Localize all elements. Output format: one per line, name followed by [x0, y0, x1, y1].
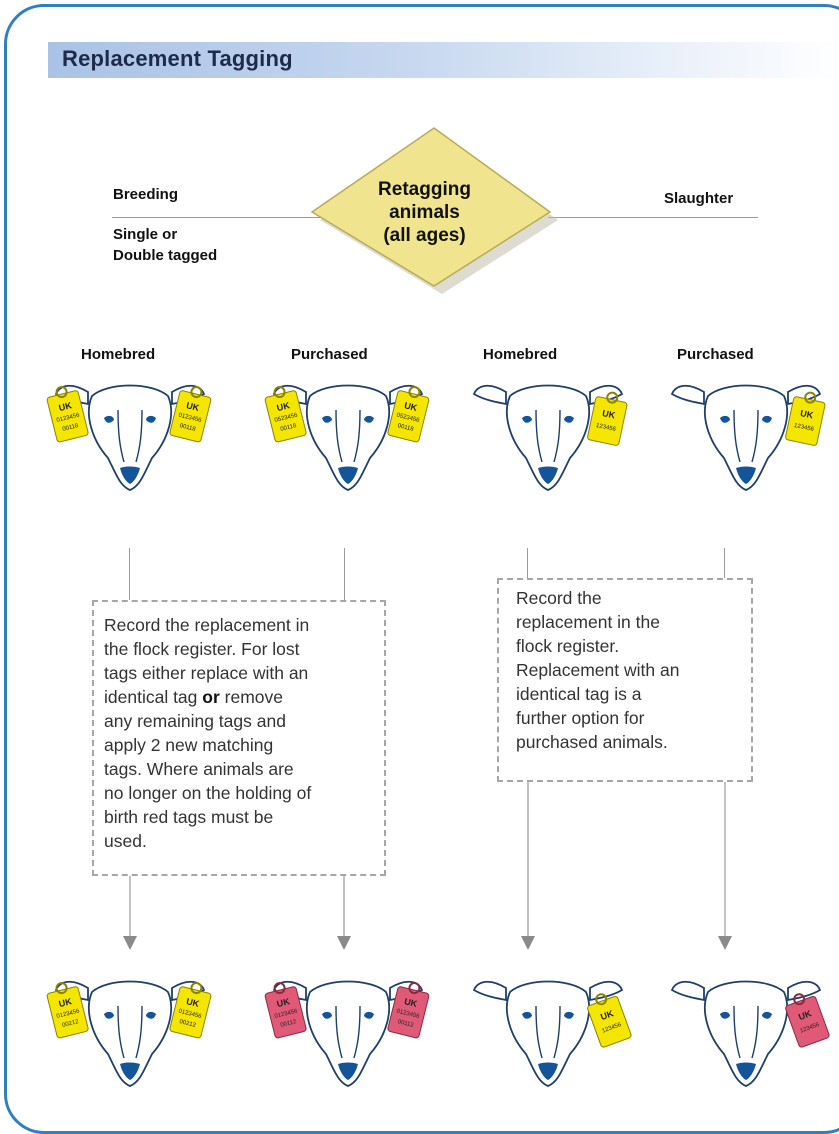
tag-serial-text: 00112	[280, 1019, 298, 1029]
sheep-homebred-retagged: UK 0123456 00212 UK 0123456 00212	[46, 980, 212, 1087]
tag-uk-text: UK	[601, 408, 616, 421]
column-header-homebred-breeding: Homebred	[81, 346, 156, 363]
right-box-line: flock register.	[516, 636, 620, 656]
breeding-label: Breeding	[113, 186, 179, 203]
sheep-purchased-double-tagged: UK 0523456 00118 UK 0523456 00118	[264, 384, 430, 491]
tag-serial-text: 00112	[397, 1019, 415, 1029]
left-box-line: no longer on the holding of	[104, 783, 312, 803]
tag-serial-text: 00118	[62, 423, 80, 433]
right-instruction-text: Record the replacement in the flock regi…	[516, 586, 748, 754]
column-header-homebred-slaughter: Homebred	[483, 346, 558, 363]
decision-text: Retagging animals (all ages)	[352, 178, 497, 247]
arrow-down	[521, 782, 535, 950]
sheep-purchased-red-tagged: UK 0123456 00112 UK 0123456 00112	[264, 980, 430, 1087]
decision-line3: (all ages)	[383, 225, 466, 246]
tag-serial-text: 00212	[62, 1019, 80, 1029]
tag-number-text: 123456	[793, 423, 814, 433]
single-double-label-line2: Double tagged	[113, 247, 218, 264]
left-instruction-box	[92, 600, 386, 876]
right-box-line: Replacement with an	[516, 660, 680, 680]
tag-uk-text: UK	[276, 400, 292, 413]
single-double-label-line1: Single or	[113, 226, 178, 243]
tag-uk-text: UK	[403, 400, 419, 413]
right-box-line: replacement in the	[516, 612, 660, 632]
retagging-decision-diamond	[310, 127, 558, 294]
page-title: Replacement Tagging	[62, 46, 293, 71]
tag-serial-text: 00118	[179, 423, 197, 433]
slaughter-label: Slaughter	[664, 190, 734, 207]
decision-line2: animals	[389, 202, 460, 223]
tag-number-text: 123456	[595, 423, 616, 433]
left-box-line: Record the replacement in	[104, 615, 310, 635]
tag-number-text: 0123456	[178, 1009, 203, 1021]
tag-serial-text: 00118	[280, 423, 298, 433]
tag-uk-text: UK	[797, 1008, 813, 1022]
tag-serial-text: 00212	[179, 1019, 197, 1029]
right-instruction-box	[497, 578, 753, 782]
connector-line	[344, 548, 345, 600]
right-box-line: purchased animals.	[516, 732, 668, 752]
arrow-down	[123, 876, 137, 950]
left-branch-line	[112, 217, 322, 218]
column-header-purchased-slaughter: Purchased	[677, 346, 754, 363]
left-box-line: birth red tags must be	[104, 807, 274, 827]
tag-uk-text: UK	[58, 400, 74, 413]
title-bar	[48, 42, 838, 78]
tag-number-text: 0523456	[396, 413, 421, 425]
left-box-line-part: identical tag	[104, 687, 203, 707]
left-box-line: used.	[104, 831, 147, 851]
right-branch-line	[548, 217, 758, 218]
tag-uk-text: UK	[403, 996, 419, 1009]
tag-uk-text: UK	[58, 996, 74, 1009]
right-box-line: identical tag is a	[516, 684, 642, 704]
left-box-bold-or: or	[202, 687, 220, 707]
left-box-line: identical tag or remove	[104, 685, 394, 709]
right-box-line: Record the	[516, 588, 602, 608]
tag-number-text: 0123456	[274, 1008, 299, 1020]
tag-number-text: 0123456	[56, 1008, 81, 1020]
left-box-line: the flock register. For lost	[104, 639, 300, 659]
left-box-line: tags either replace with an	[104, 663, 309, 683]
tag-uk-text: UK	[599, 1008, 615, 1022]
tag-uk-text: UK	[276, 996, 292, 1009]
connector-line	[129, 548, 130, 600]
left-box-line: apply 2 new matching	[104, 735, 274, 755]
tag-number-text: 0123456	[396, 1009, 421, 1021]
sheep-homebred-single-retagged: UK 123456	[473, 980, 632, 1087]
arrow-down	[718, 782, 732, 950]
tag-number-text: 0123456	[56, 412, 81, 424]
right-box-line: further option for	[516, 708, 645, 728]
connector-line	[527, 548, 528, 578]
sheep-homebred-single-tagged: UK 123456	[473, 384, 628, 491]
connector-line	[724, 548, 725, 578]
tag-number-text: 0523456	[274, 412, 299, 424]
left-box-line-part: remove	[219, 687, 283, 707]
sheep-purchased-single-tagged: UK 123456	[671, 384, 826, 491]
left-box-line: any remaining tags and	[104, 711, 286, 731]
arrow-down	[337, 876, 351, 950]
sheep-purchased-red-single-tagged: UK 123456	[671, 980, 830, 1087]
decision-line1: Retagging	[378, 179, 471, 200]
tag-serial-text: 00118	[397, 423, 415, 433]
left-instruction-text: Record the replacement in the flock regi…	[104, 613, 394, 853]
tag-uk-text: UK	[799, 408, 814, 421]
tag-number-text: 0123456	[178, 413, 203, 425]
column-header-purchased-breeding: Purchased	[291, 346, 368, 363]
sheep-homebred-double-tagged: UK 0123456 00118 UK 0123456 00118	[46, 384, 212, 491]
tag-uk-text: UK	[185, 400, 201, 413]
left-box-line: tags. Where animals are	[104, 759, 294, 779]
tag-uk-text: UK	[185, 996, 201, 1009]
